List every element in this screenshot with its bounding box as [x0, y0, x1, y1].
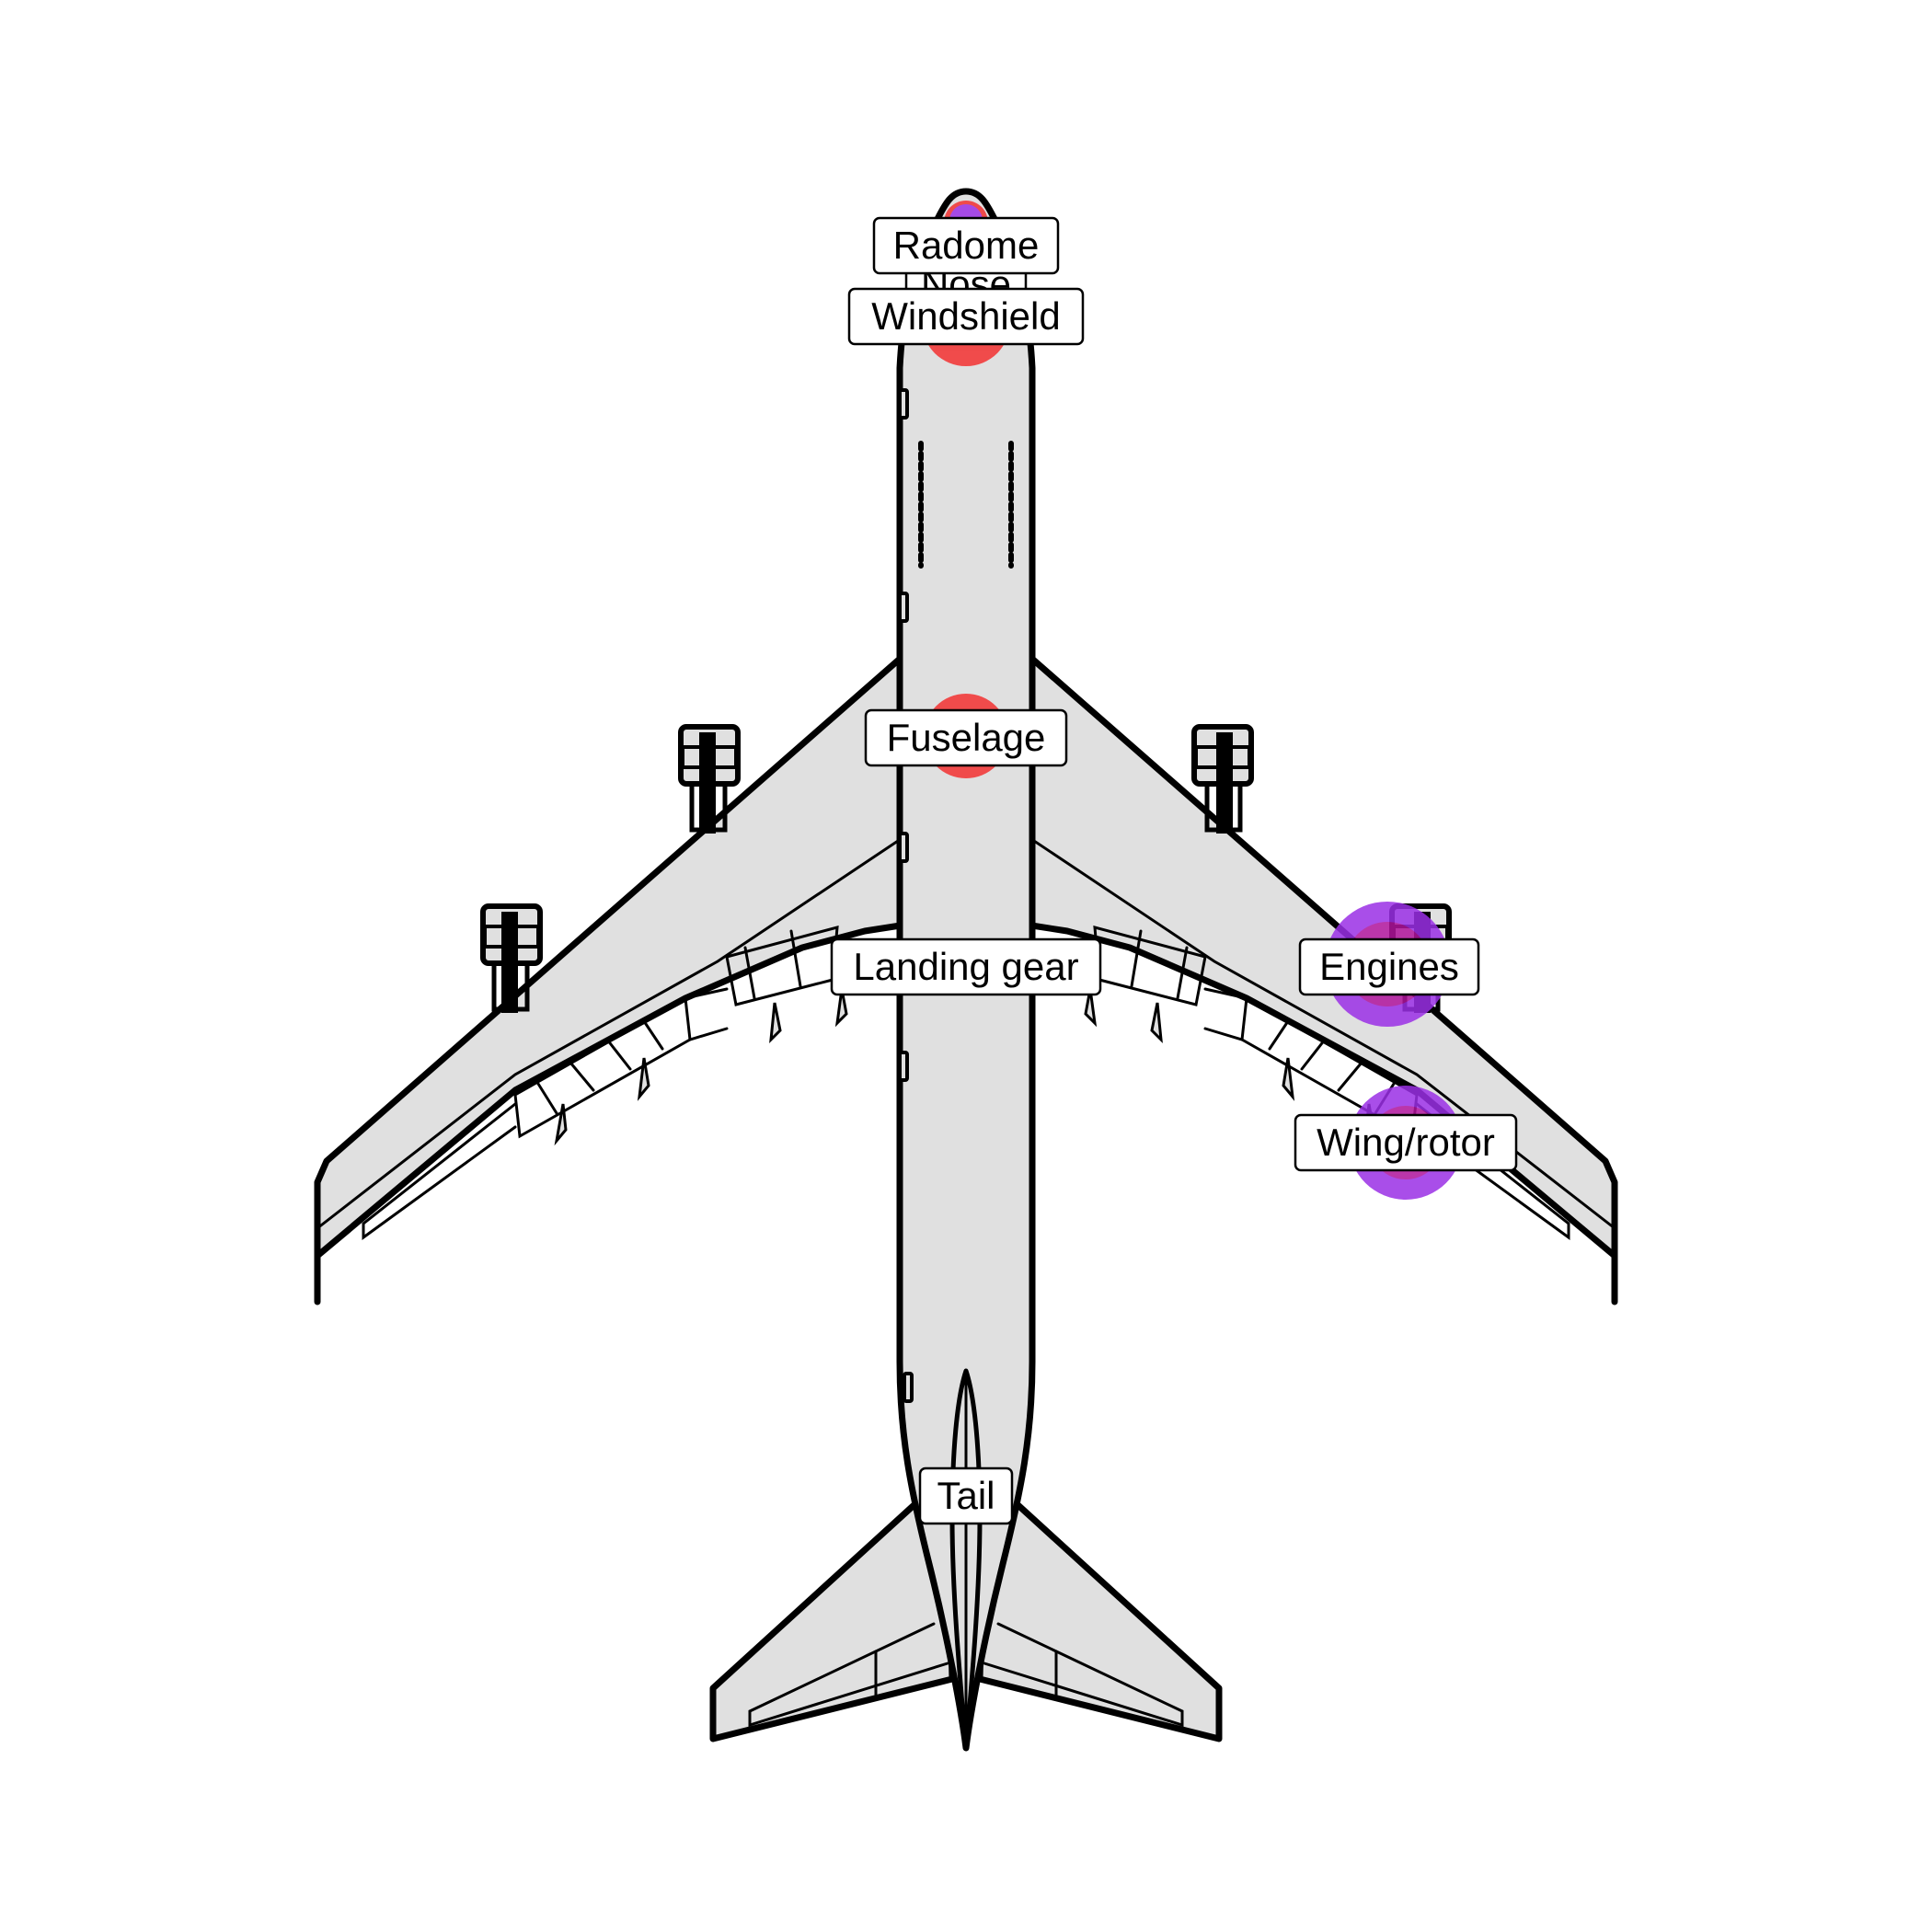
- svg-text:Tail: Tail: [937, 1474, 995, 1517]
- left-stabilizer: [713, 1500, 952, 1739]
- label-fuselage: Fuselage: [866, 710, 1066, 765]
- label-engines: Engines: [1300, 939, 1478, 995]
- label-radome: Radome: [874, 218, 1058, 273]
- label-landing-gear: Landing gear: [832, 939, 1100, 995]
- label-tail: Tail: [920, 1468, 1012, 1524]
- svg-text:Windshield: Windshield: [871, 294, 1060, 338]
- label-windshield: Windshield: [849, 289, 1083, 344]
- left-wing: [317, 653, 906, 1256]
- right-stabilizer: [980, 1500, 1219, 1739]
- svg-text:Radome: Radome: [893, 224, 1040, 267]
- svg-text:Landing gear: Landing gear: [853, 945, 1078, 988]
- svg-text:Engines: Engines: [1319, 945, 1459, 988]
- svg-text:Wing/rotor: Wing/rotor: [1317, 1121, 1495, 1164]
- label-wing-rotor: Wing/rotor: [1295, 1115, 1516, 1170]
- svg-text:Fuselage: Fuselage: [887, 716, 1046, 759]
